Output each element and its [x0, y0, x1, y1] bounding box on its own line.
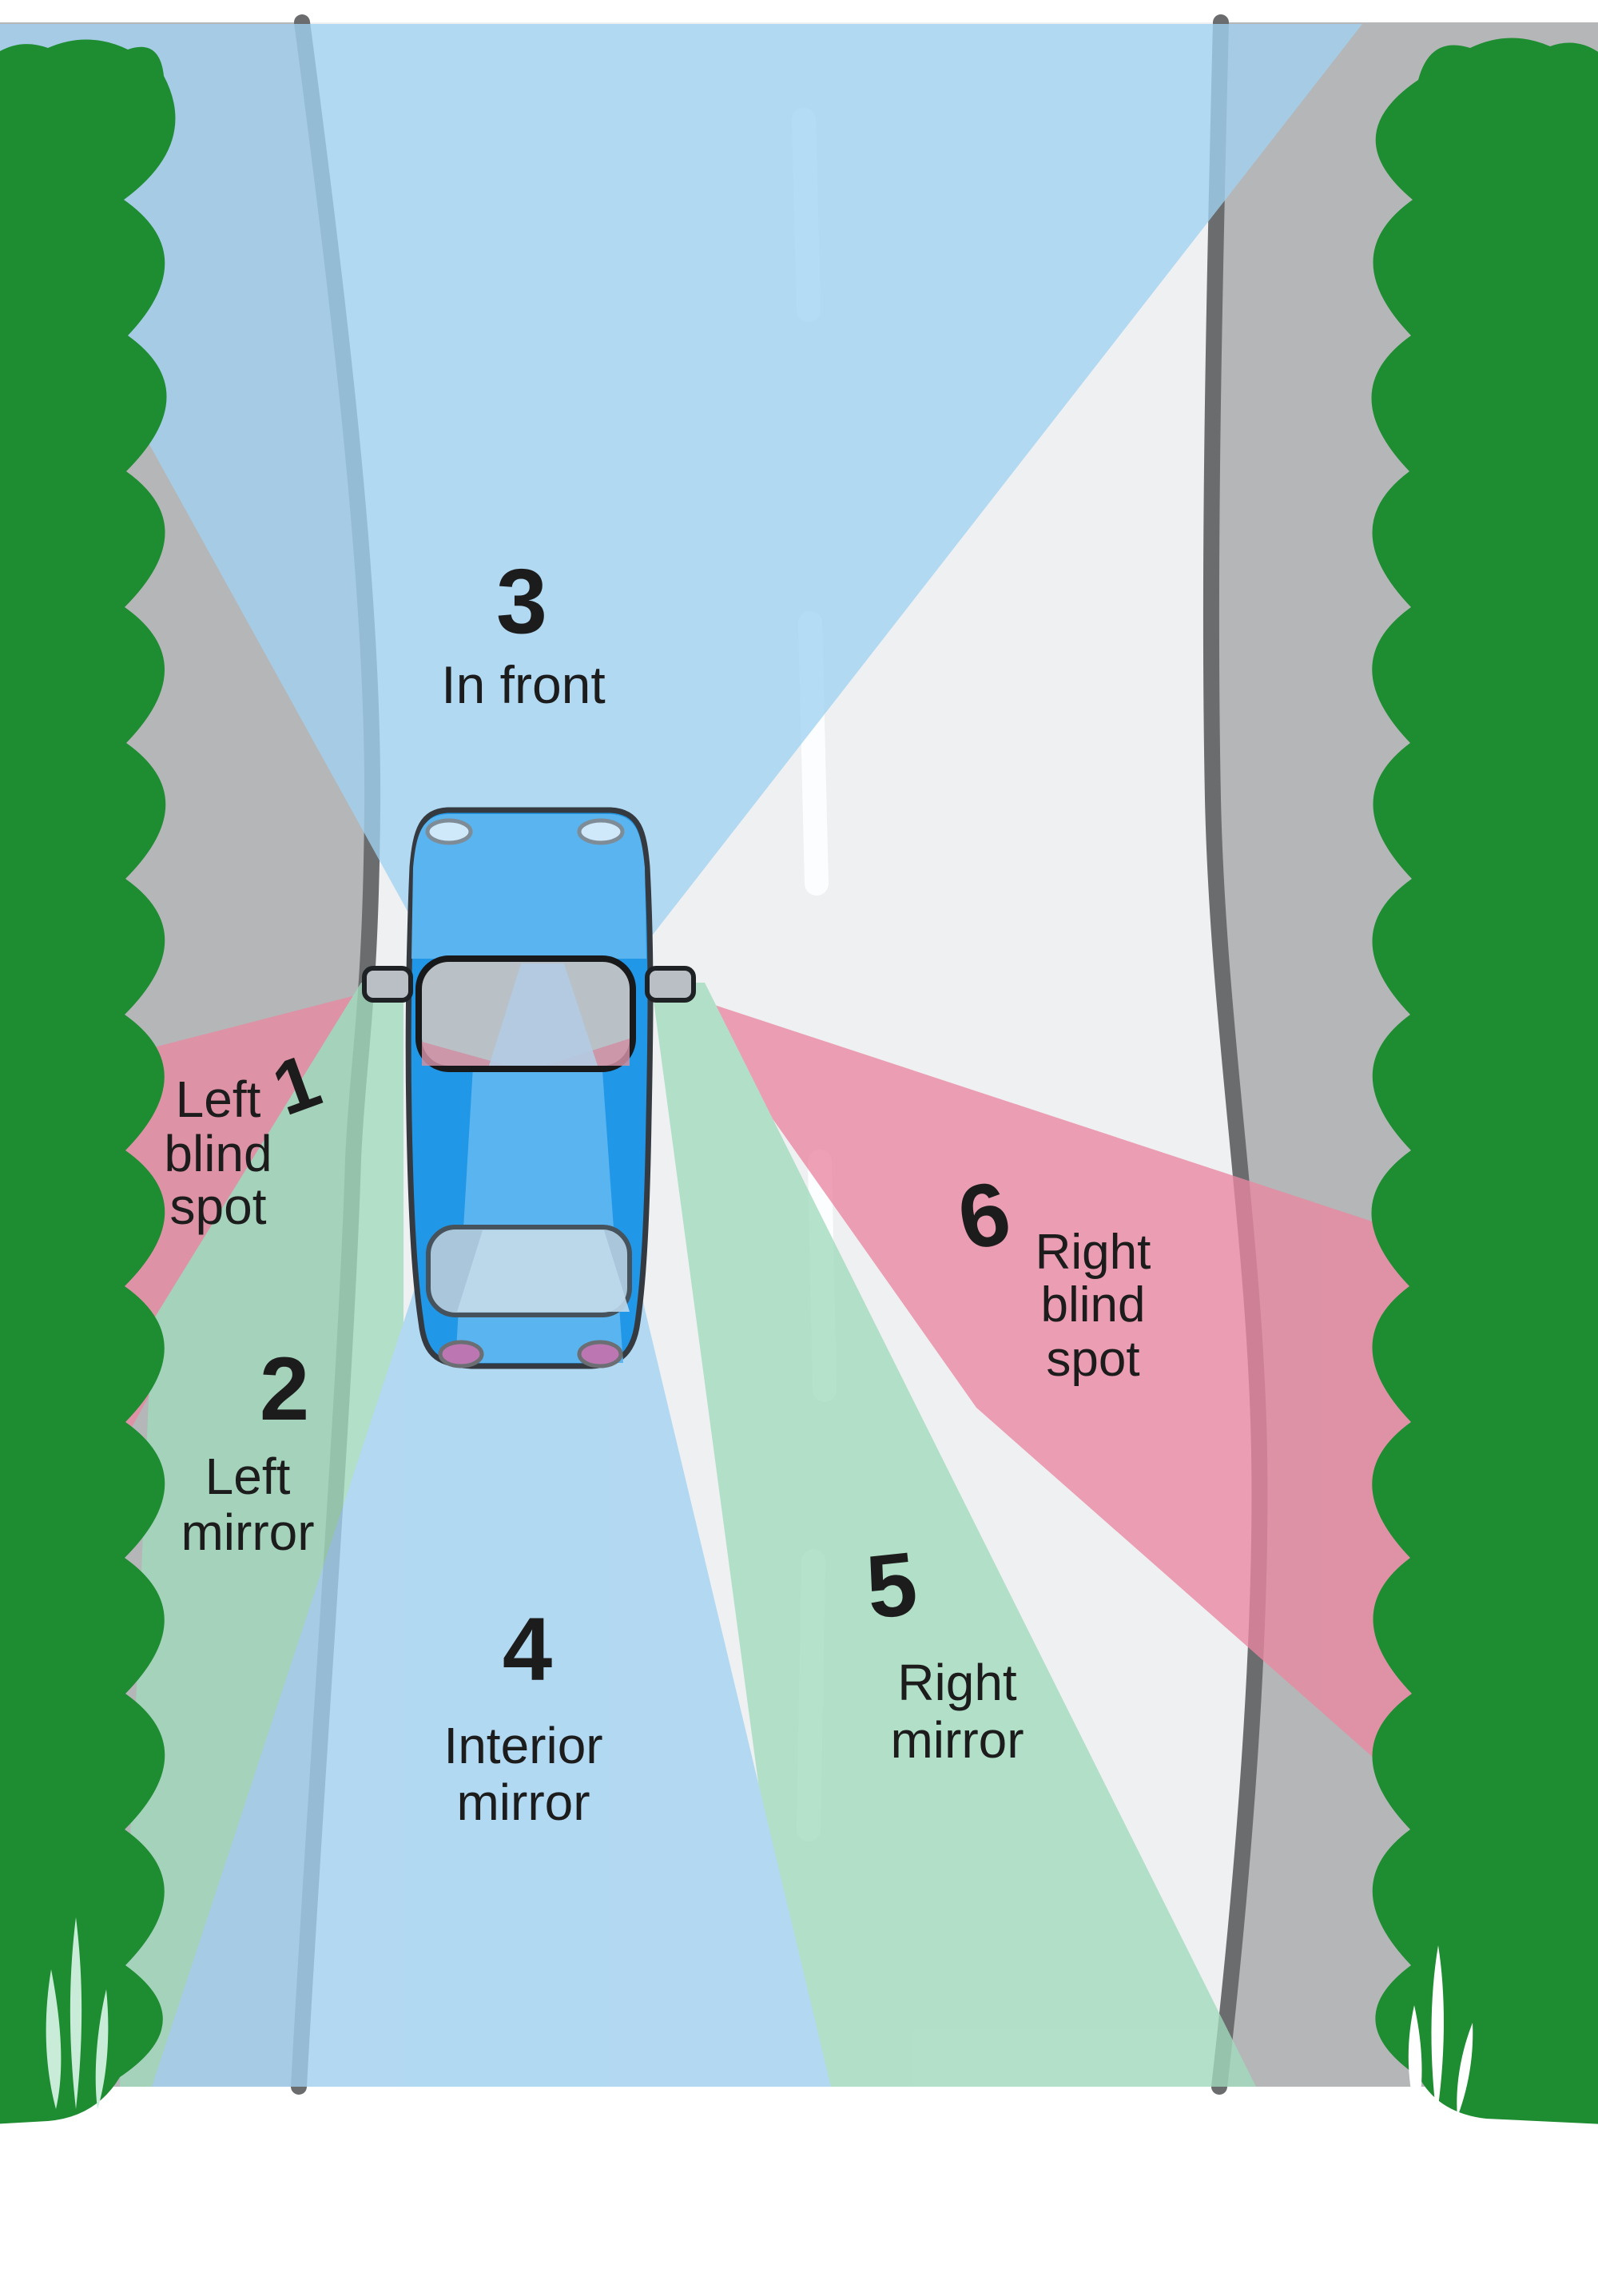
car-hood — [411, 814, 646, 959]
zone-6-label-line1: Right — [1036, 1225, 1151, 1280]
right-blind-spot-cone — [686, 995, 1598, 1956]
windshield-interior-tint — [489, 963, 598, 1066]
zone-3-label: In front — [441, 655, 605, 714]
windshield-left-blindspot-tint — [422, 1042, 508, 1066]
right-taillight — [577, 1340, 623, 1368]
zone-4-label-line1: Interior — [443, 1717, 602, 1774]
zone-4-number: 4 — [503, 1599, 552, 1699]
zone-labels: 3 In front 1 Left blind spot 2 Left mirr… — [164, 550, 1151, 1831]
zone-5-label-line2: mirror — [890, 1711, 1024, 1769]
grass-blade — [1457, 2023, 1473, 2117]
right-headlight — [577, 818, 625, 845]
left-headlight — [425, 818, 473, 845]
zone-5-label-line1: Right — [897, 1654, 1017, 1711]
grass-blade — [95, 1989, 109, 2109]
front-view-cone — [0, 24, 1362, 960]
right-mirror-cone — [651, 983, 1256, 2087]
zone-6-label-line2: blind — [1041, 1277, 1146, 1333]
right-road-edge-line — [1202, 14, 1268, 2095]
grass-blade — [1431, 1945, 1444, 2117]
zone-1-label-line1: Left — [176, 1071, 261, 1128]
vision-cones — [0, 24, 1598, 2087]
left-side-mirror — [362, 966, 413, 1003]
zone-2-label-line2: mirror — [181, 1504, 314, 1561]
right-side-mirror — [645, 966, 696, 1003]
right-hedge — [1371, 38, 1598, 2124]
car — [362, 807, 696, 1369]
zone-2-number: 2 — [260, 1339, 309, 1439]
interior-mirror-cone — [152, 959, 831, 2087]
grass-blade — [1408, 2005, 1422, 2117]
left-grass-tuft — [46, 1917, 109, 2109]
zone-2-label-line1: Left — [205, 1448, 291, 1505]
left-hedge — [0, 39, 176, 2124]
zone-4-label-line2: mirror — [456, 1774, 590, 1831]
zone-6-label-line3: spot — [1046, 1332, 1139, 1387]
zone-3-number: 3 — [496, 550, 547, 653]
rear-window-interior-tint — [457, 1230, 630, 1312]
right-grass-tuft — [1408, 1945, 1473, 2117]
zone-1-label-line2: blind — [164, 1125, 272, 1182]
zone-1-label-line3: spot — [170, 1178, 267, 1235]
left-taillight — [438, 1340, 484, 1368]
grass-blade — [70, 1917, 82, 2109]
zone-5-number: 5 — [861, 1533, 921, 1638]
grass-blade — [46, 1969, 62, 2109]
